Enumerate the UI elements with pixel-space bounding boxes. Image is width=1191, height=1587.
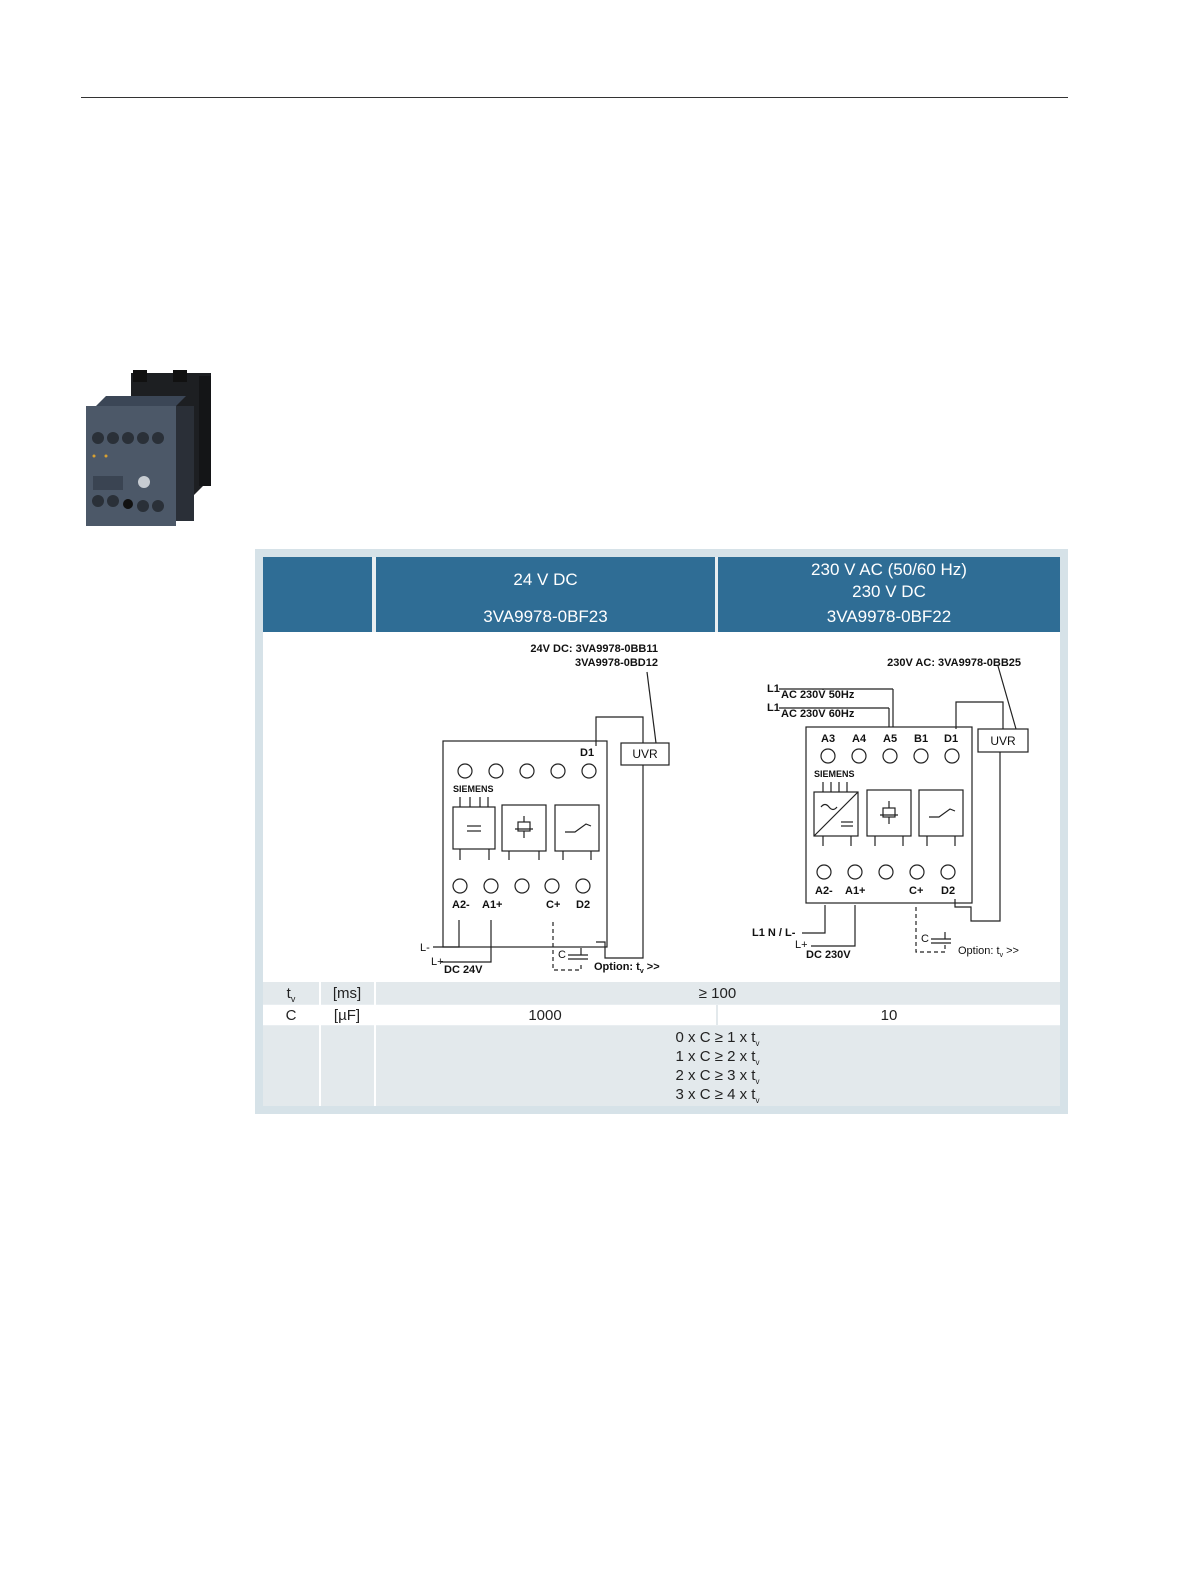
right-l1-60: L1 (767, 702, 780, 714)
left-uvr-note-1: 24V DC: 3VA9978-0BB11 (530, 643, 658, 655)
right-terminal-a5: A5 (883, 733, 897, 745)
right-terminal-a3: A3 (821, 733, 835, 745)
right-terminal-a1: A1+ (845, 885, 866, 897)
header-230v: 230 V AC (50/60 Hz) 230 V DC 3VA9978-0BF… (718, 557, 1060, 632)
relation-line: 0 x C ≥ 1 x tv (675, 1029, 760, 1048)
left-dc-block (452, 806, 496, 850)
left-top-terminals (457, 763, 597, 779)
right-acdc-block (813, 791, 859, 837)
right-ln: L1 N / L- (752, 927, 796, 939)
technical-table: 24 V DC 3VA9978-0BF23 230 V AC (50/60 Hz… (255, 549, 1068, 1114)
right-terminal-b1: B1 (914, 733, 928, 745)
col-separator (716, 1005, 718, 1025)
header-230v-voltage-ac: 230 V AC (50/60 Hz) (811, 560, 967, 579)
left-terminal-a1: A1+ (482, 899, 503, 911)
left-bottom-terminals (452, 878, 591, 894)
header-rule (81, 97, 1068, 98)
left-cap: C (558, 949, 566, 961)
c-value-230v: 10 (880, 1007, 898, 1024)
c-unit: [µF] (333, 1007, 361, 1024)
right-terminal-a4: A4 (852, 733, 867, 745)
tv-value: ≥ 100 (698, 985, 737, 1002)
left-l-minus: L- (420, 942, 430, 954)
right-siemens: SIEMENS (814, 769, 855, 779)
header-24vdc: 24 V DC 3VA9978-0BF23 (376, 557, 715, 632)
left-timer-block (501, 804, 547, 852)
right-l1-50: L1 (767, 683, 780, 695)
header-230v-voltage-dc: 230 V DC (852, 582, 926, 601)
header-24vdc-order: 3VA9978-0BF23 (483, 607, 608, 626)
left-uvr-label: UVR (632, 747, 658, 761)
right-uvr-label: UVR (990, 734, 1016, 748)
right-option: Option: tv >> (958, 945, 1019, 959)
header-blank-cell (263, 557, 372, 632)
right-cap: C (921, 933, 929, 945)
left-module-outline (442, 740, 608, 948)
right-l-plus: L+ (795, 939, 808, 951)
header-24vdc-voltage: 24 V DC (513, 570, 578, 589)
tv-symbol: tv (286, 985, 296, 1004)
right-bottom-terminals (816, 864, 956, 880)
product-image (86, 370, 211, 526)
relation-line: 3 x C ≥ 4 x tv (675, 1086, 760, 1105)
col-separator (319, 982, 321, 1106)
c-symbol: C (285, 1007, 297, 1024)
row-c: C [µF] 1000 10 (263, 1005, 1060, 1025)
left-option: Option: tv >> (594, 961, 660, 975)
right-supply: DC 230V (806, 949, 851, 961)
right-terminal-d2: D2 (941, 885, 955, 897)
left-siemens: SIEMENS (453, 784, 494, 794)
tv-unit: [ms] (332, 985, 362, 1002)
left-terminal-d2: D2 (576, 899, 590, 911)
right-switch-block (918, 789, 964, 837)
right-ac50: AC 230V 50Hz (781, 689, 855, 701)
left-uvr-box (620, 742, 670, 766)
left-terminal-d1: D1 (580, 747, 594, 759)
row-relations: 0 x C ≥ 1 x tv 1 x C ≥ 2 x tv 2 x C ≥ 3 … (263, 1026, 1060, 1106)
left-supply: DC 24V (444, 964, 483, 976)
left-uvr-note-2: 3VA9978-0BD12 (575, 657, 658, 669)
relation-line: 1 x C ≥ 2 x tv (675, 1048, 760, 1067)
left-l-plus: L+ (431, 956, 444, 968)
left-terminal-cplus: C+ (546, 899, 560, 911)
right-terminal-a2: A2- (815, 885, 833, 897)
col-separator (374, 982, 376, 1106)
wiring-diagrams: 24V DC: 3VA9978-0BB11 3VA9978-0BD12 UVR … (263, 632, 1060, 982)
row-tv: tv [ms] ≥ 100 (263, 982, 1060, 1004)
right-terminal-cplus: C+ (909, 885, 923, 897)
header-230v-order: 3VA9978-0BF22 (826, 607, 952, 626)
right-top-terminals (820, 748, 960, 764)
relation-line: 2 x C ≥ 3 x tv (675, 1067, 760, 1086)
right-timer-block (866, 789, 912, 837)
right-uvr-note: 230V AC: 3VA9978-0BB25 (887, 657, 1021, 669)
right-ac60: AC 230V 60Hz (781, 708, 855, 720)
left-terminal-a2: A2- (452, 899, 470, 911)
c-value-24v: 1000 (528, 1007, 562, 1024)
left-switch-block (554, 804, 600, 852)
right-terminal-d1: D1 (944, 733, 958, 745)
